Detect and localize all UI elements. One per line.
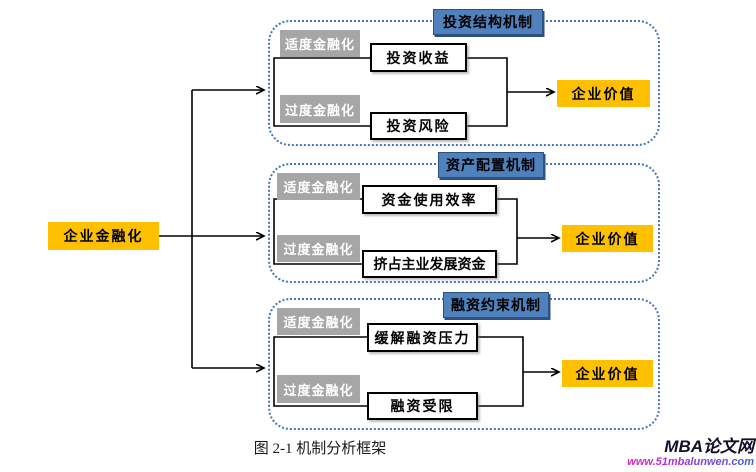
section1-left-bracket [273, 57, 370, 127]
section3-node-financing-restricted: 融资受限 [367, 392, 478, 420]
section3-right-bracket [478, 336, 524, 407]
section1-node-investment-return: 投资收益 [370, 43, 467, 72]
section1-title: 投资结构机制 [433, 9, 543, 35]
section1-node-investment-risk: 投资风险 [370, 112, 467, 140]
section3-node-enterprise-value: 企业价值 [562, 360, 653, 387]
section2-node-enterprise-value: 企业价值 [562, 225, 653, 252]
section1-node-moderate-financialization: 适度金融化 [280, 30, 360, 57]
section3-node-moderate-financialization: 适度金融化 [277, 308, 360, 335]
section1-node-enterprise-value: 企业价值 [557, 80, 650, 107]
watermark-site-url-link[interactable]: www.51mbalunwen.com [554, 456, 754, 468]
watermark-site-name: MBA论文网 [664, 437, 754, 456]
section3-node-relieve-financing-pressure: 缓解融资压力 [367, 323, 478, 352]
section2-node-moderate-financialization: 适度金融化 [277, 173, 360, 200]
section2-right-bracket [497, 198, 518, 265]
section1-node-excessive-financialization: 过度金融化 [280, 95, 360, 123]
figure-caption: 图 2-1 机制分析框架 [253, 441, 387, 457]
section2-node-capital-use-efficiency: 资金使用效率 [362, 185, 497, 214]
section3-node-excessive-financialization: 过度金融化 [277, 375, 360, 403]
node-corporate-financialization: 企业金融化 [48, 222, 159, 250]
section2-node-crowd-out-main-business-funds: 挤占主业发展资金 [362, 250, 497, 278]
section2-title: 资产配置机制 [438, 152, 544, 178]
section3-title: 融资约束机制 [443, 292, 549, 318]
section2-node-excessive-financialization: 过度金融化 [277, 235, 360, 262]
section3-left-bracket [273, 336, 367, 407]
section1-right-bracket [467, 57, 508, 127]
watermark: MBA论文网 www.51mbalunwen.com [554, 437, 754, 469]
